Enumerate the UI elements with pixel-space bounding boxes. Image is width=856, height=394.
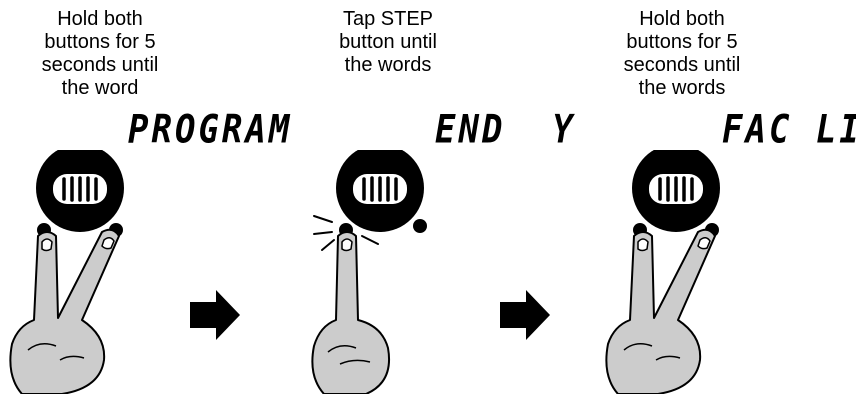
right-arrow-icon (500, 290, 550, 340)
hand-creases (623, 343, 681, 361)
fingernail (637, 238, 649, 252)
step-1-display-text: PROGRAM (128, 107, 293, 153)
control-knob (336, 150, 424, 232)
step-3-caption: Hold both buttons for 5 seconds until th… (623, 8, 741, 99)
fingernail (697, 237, 711, 250)
set-button (413, 219, 427, 233)
hand-icon (9, 228, 120, 394)
step-2-display-text: END Y (435, 107, 576, 153)
tap-motion-icon (313, 215, 379, 251)
hand-creases (327, 345, 371, 365)
hand-creases (27, 343, 85, 361)
step-3-illustration (605, 150, 720, 394)
step-2-caption: Tap STEP button until the words (339, 8, 437, 76)
fingernail (41, 238, 53, 252)
step-1-illustration (9, 150, 124, 394)
step-2-illustration (311, 150, 427, 394)
control-knob (36, 150, 124, 232)
right-arrow-icon (190, 290, 240, 340)
hand-icon (311, 231, 390, 394)
fingernail (101, 237, 115, 250)
hand-icon (605, 228, 716, 394)
fingernail (341, 238, 353, 252)
step-3-display-text: FAC LIM (722, 107, 856, 153)
control-knob (632, 150, 720, 232)
step-1-caption: Hold both buttons for 5 seconds until th… (41, 8, 159, 99)
